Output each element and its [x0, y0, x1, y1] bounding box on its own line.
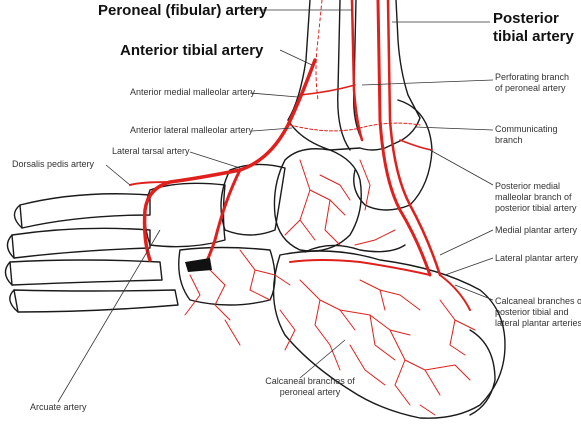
- posterior-tibial-trunk: [376, 0, 432, 277]
- label-post-medial-malleolar-2: malleolar branch of: [495, 192, 572, 202]
- bone-outlines: [4, 0, 506, 419]
- leader-calcaneal-pt: [454, 284, 494, 301]
- label-lateral-tarsal: Lateral tarsal artery: [112, 146, 190, 156]
- leader-ant-lateral-malleolar: [251, 127, 293, 132]
- label-calcaneal-pt-1: Calcaneal branches of: [495, 296, 581, 306]
- metatarsal-1: [19, 193, 151, 229]
- label-post-medial-malleolar-1: Posterior medial: [495, 181, 561, 191]
- metatarsal-4: [13, 289, 179, 313]
- metatarsal-3: [9, 259, 163, 286]
- label-anterior-tibial-artery: Anterior tibial artery: [120, 42, 264, 59]
- label-communicating-1: Communicating: [495, 124, 558, 134]
- label-calcaneal-per-1: Calcaneal branches of: [265, 376, 355, 386]
- anterior-tibial-artery: [142, 58, 317, 262]
- navicular-bone: [220, 163, 286, 236]
- leader-anterior-tibial: [279, 49, 313, 66]
- tibia-bone: [287, 0, 421, 151]
- label-posterior-tibial-2: tibial artery: [493, 28, 574, 45]
- toe-tips: [4, 204, 23, 313]
- leader-perforating: [361, 79, 494, 86]
- posterior-tibial-trunk-2: [386, 0, 442, 277]
- label-anterior-medial-malleolar: Anterior medial malleolar artery: [130, 87, 256, 97]
- label-anterior-lateral-malleolar: Anterior lateral malleolar artery: [130, 125, 254, 135]
- label-perforating-2: of peroneal artery: [495, 83, 566, 93]
- peroneal-dashed: [315, 0, 323, 101]
- peroneal-artery: [350, 0, 364, 142]
- calcaneus-posterior: [469, 329, 496, 416]
- leader-medial-plantar: [439, 229, 494, 256]
- label-arcuate: Arcuate artery: [30, 402, 87, 412]
- anterior-medial-malleolar: [299, 84, 356, 96]
- label-post-medial-malleolar-3: posterior tibial artery: [495, 203, 577, 213]
- arteries: [129, 0, 476, 416]
- label-communicating-2: branch: [495, 135, 523, 145]
- arcuate-blob: [185, 258, 212, 272]
- label-perforating-1: Perforating branch: [495, 72, 570, 82]
- label-dorsalis-pedis: Dorsalis pedis artery: [12, 159, 95, 169]
- leader-dorsalis-pedis: [105, 164, 131, 186]
- leader-lateral-tarsal: [189, 151, 241, 169]
- joint-line: [304, 244, 406, 253]
- leader-arcuate: [57, 229, 161, 403]
- communicating-branch: [289, 122, 421, 132]
- label-calcaneal-per-2: peroneal artery: [279, 387, 341, 397]
- leader-post-medial-malleolar: [429, 149, 494, 186]
- leader-communicating: [414, 126, 494, 131]
- cuboid-bone: [178, 246, 276, 306]
- metatarsal-2: [11, 227, 151, 259]
- talus-bone: [273, 148, 362, 252]
- lateral-plantar: [439, 274, 471, 311]
- label-posterior-tibial-1: Posterior: [493, 10, 559, 27]
- label-calcaneal-pt-2: posterior tibial and: [495, 307, 569, 317]
- label-medial-plantar: Medial plantar artery: [495, 225, 578, 235]
- leader-ant-medial-malleolar: [249, 92, 299, 98]
- label-peroneal-artery: Peroneal (fibular) artery: [98, 2, 268, 19]
- leader-lines: [57, 9, 494, 403]
- leader-lateral-plantar: [444, 257, 494, 276]
- label-calcaneal-pt-3: lateral plantar arteries: [495, 318, 581, 328]
- dorsalis-pedis: [203, 168, 242, 267]
- medial-plantar: [289, 259, 431, 276]
- calcaneus-bone: [272, 250, 506, 419]
- arterial-network: [184, 159, 476, 416]
- leader-calcaneal-per: [299, 339, 346, 379]
- lateral-tarsal: [129, 181, 171, 186]
- label-lateral-plantar: Lateral plantar artery: [495, 253, 579, 263]
- cuneiform-bone: [144, 182, 226, 248]
- posterior-medial-malleolar: [399, 139, 433, 151]
